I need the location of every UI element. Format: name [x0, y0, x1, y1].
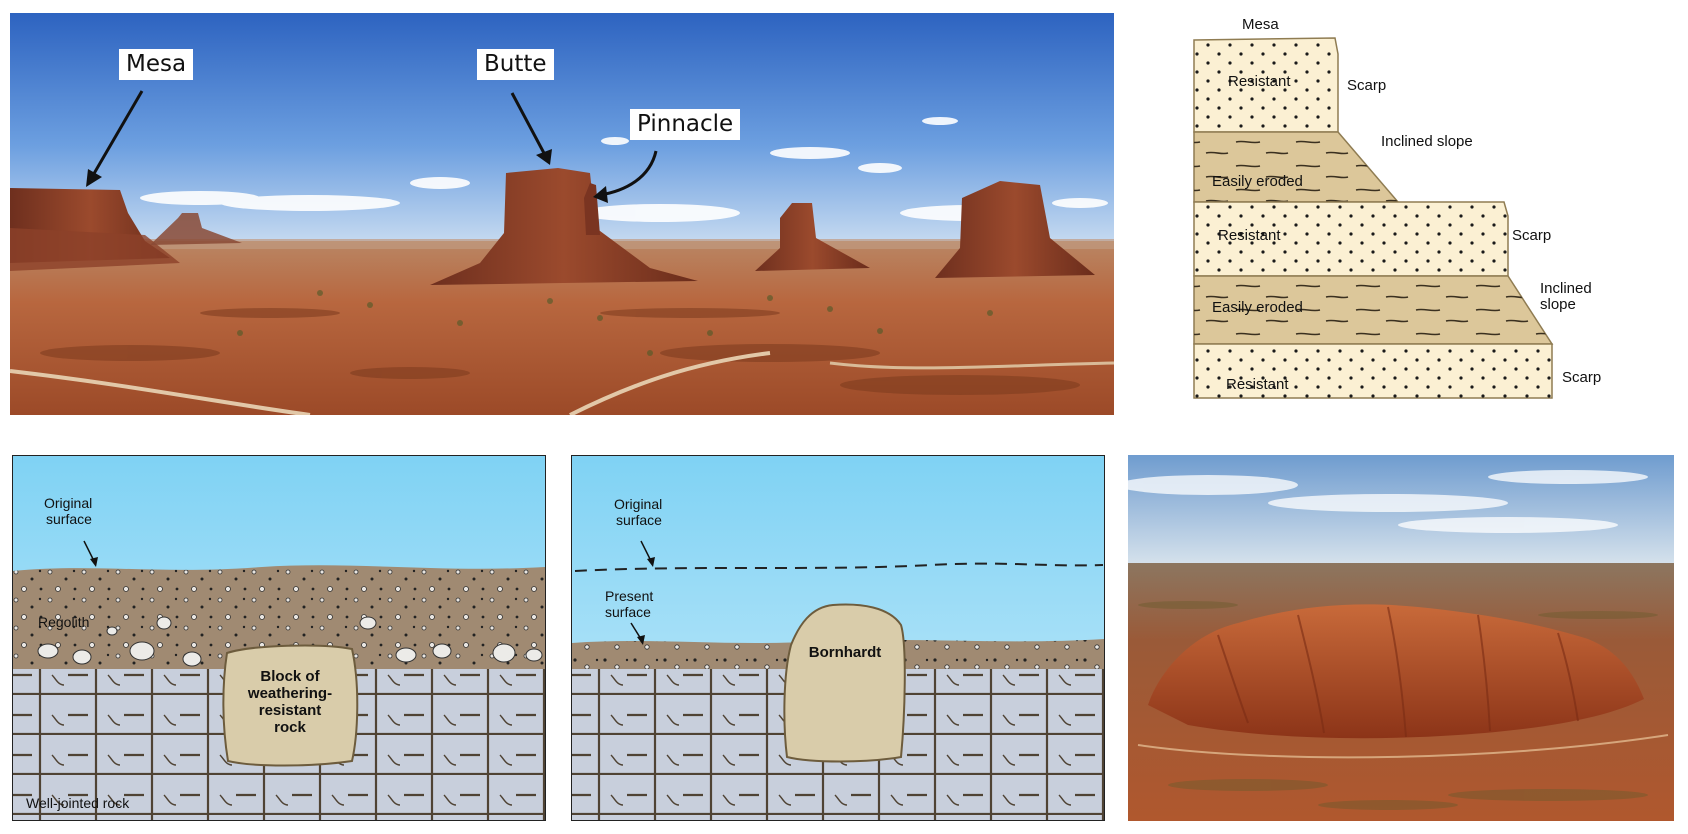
- block-label: resistant: [259, 702, 322, 719]
- shrubs: [237, 290, 993, 356]
- landform-label: Scarp: [1562, 369, 1601, 386]
- uluru-landform: [1148, 604, 1644, 739]
- block-label: weathering-: [247, 685, 332, 702]
- block-label: rock: [274, 719, 306, 736]
- pinnacle-callout: Pinnacle: [630, 109, 741, 140]
- right-butte: [935, 181, 1095, 278]
- mesa-callout: Mesa: [119, 49, 194, 80]
- block-label: Block of: [260, 668, 320, 685]
- resistant-block: [222, 644, 359, 767]
- original-surface-label: surface: [46, 511, 92, 527]
- vegetation: [1138, 601, 1658, 810]
- layer-label: Resistant: [1226, 376, 1289, 393]
- dirt-road: [10, 369, 311, 415]
- original-surface-arrow: [640, 540, 652, 562]
- layer-label: Easily eroded: [1212, 299, 1303, 316]
- landform-label: Scarp: [1512, 227, 1551, 244]
- boulders: [37, 616, 543, 667]
- monument-valley-scene: [10, 13, 1114, 415]
- mesa-profile-diagram: Mesa Resistant Scarp Easily eroded Incli…: [1170, 14, 1630, 414]
- landform-label: Scarp: [1347, 77, 1386, 94]
- original-surface-label: surface: [616, 512, 662, 528]
- uluru-scene: [1128, 455, 1674, 821]
- layer-label: Resistant: [1228, 73, 1291, 90]
- weathering-diagram: Original surface Regolith Well-jointed r…: [12, 455, 546, 821]
- landform-label: Inclined: [1540, 280, 1592, 297]
- original-surface-line: [574, 562, 1104, 572]
- layer-label: Easily eroded: [1212, 173, 1303, 190]
- mesa-arrowhead: [86, 169, 102, 187]
- distant-butte: [150, 213, 242, 245]
- ring-road: [1137, 734, 1669, 759]
- butte-arrowhead: [536, 149, 552, 165]
- bedrock-label: Well-jointed rock: [26, 795, 130, 811]
- landform-label: Inclined slope: [1381, 133, 1473, 150]
- callout-arrows: [90, 90, 658, 197]
- mesa-title: Mesa: [1242, 16, 1279, 33]
- landform-label: slope: [1540, 296, 1576, 313]
- pinnacle-arrowhead: [593, 186, 608, 203]
- present-surface-label: Present: [605, 588, 653, 604]
- bornhardt-landform: [783, 603, 906, 763]
- middle-butte: [755, 203, 870, 271]
- original-surface-label: Original: [44, 495, 92, 511]
- butte-callout: Butte: [477, 49, 554, 80]
- butte-landform: [430, 168, 698, 285]
- bornhardt-diagram: Original surface Present surface Bornhar…: [571, 455, 1105, 821]
- regolith-label: Regolith: [38, 614, 89, 630]
- layer-label: Resistant: [1218, 227, 1281, 244]
- present-surface-arrow: [630, 622, 642, 640]
- photo-uluru: [1128, 455, 1674, 821]
- surface-arrow: [83, 540, 95, 562]
- present-surface-label: surface: [605, 604, 651, 620]
- photo-monument-valley: Mesa Butte Pinnacle: [10, 13, 1114, 415]
- original-surface-label: Original: [614, 496, 662, 512]
- bornhardt-label: Bornhardt: [809, 644, 882, 661]
